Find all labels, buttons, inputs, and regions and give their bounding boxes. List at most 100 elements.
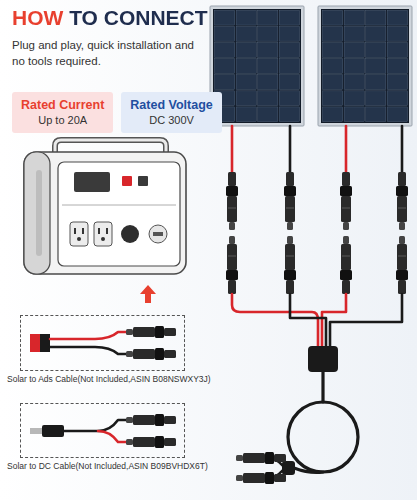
badge-heading: Rated Voltage: [130, 97, 212, 113]
dc-plug-tip: [30, 428, 42, 434]
anderson-plug: [40, 334, 50, 352]
connector-part: [164, 416, 176, 424]
solar-cell: [258, 59, 278, 74]
solar-cell: [323, 43, 343, 58]
outlet-ground: [77, 237, 81, 241]
mc4-connector: [396, 172, 408, 230]
solar-cell: [366, 11, 386, 26]
outlet-face: [94, 222, 112, 246]
connector-part: [226, 186, 238, 196]
solar-cell: [387, 107, 407, 122]
usb-port: [149, 225, 167, 243]
solar-cell: [323, 59, 343, 74]
connector-ridge: [286, 256, 294, 257]
connector-part: [126, 329, 133, 335]
solar-cell: [258, 27, 278, 42]
solar-cell: [258, 91, 278, 106]
solar-panel: [318, 6, 412, 126]
connector-part: [126, 351, 133, 357]
connector-part: [243, 453, 265, 463]
connector-ridge: [342, 256, 350, 257]
cable-caption: Solar to DC Cable(Not Included,ASIN B09B…: [7, 461, 235, 472]
cable-box: Solar to DC Cable(Not Included,ASIN B09B…: [20, 403, 185, 458]
connector-part: [155, 348, 164, 360]
connector-part: [341, 196, 351, 222]
mc4-connector: [340, 172, 352, 230]
solar-cell: [215, 75, 235, 90]
wire: [50, 347, 126, 354]
solar-cell: [215, 43, 235, 58]
connector-part: [133, 437, 155, 447]
connector-part: [133, 349, 155, 359]
connector-ridge: [398, 256, 406, 257]
solar-cell: [279, 11, 299, 26]
connector-part: [133, 415, 155, 425]
connector-part: [399, 222, 405, 230]
solar-cell: [323, 107, 343, 122]
solar-cell: [236, 43, 256, 58]
wire: [232, 294, 318, 348]
housing: [24, 152, 186, 274]
solar-cell: [366, 43, 386, 58]
connector-part: [340, 186, 352, 196]
wire: [289, 126, 292, 172]
cable-loop: [288, 402, 358, 472]
connector-ridge: [228, 256, 236, 257]
solar-cell: [323, 91, 343, 106]
connector-part: [396, 270, 408, 280]
connector-part: [397, 244, 407, 270]
cable-caption: Solar to Ads Cable(Not Included,ASIN B08…: [7, 374, 235, 385]
solar-cell: [279, 27, 299, 42]
connector-part: [265, 472, 274, 484]
mc4-connector: [284, 236, 296, 294]
power-switch: [122, 176, 132, 186]
outlet-slot: [74, 228, 76, 234]
solar-cell: [215, 59, 235, 74]
mc4-connector: [226, 236, 238, 294]
badge-value: Up to 20A: [21, 113, 104, 127]
panel-frame: [318, 6, 412, 126]
connector-part: [164, 438, 176, 446]
solar-cell: [258, 43, 278, 58]
solar-cell: [387, 59, 407, 74]
badge-value: DC 300V: [130, 113, 212, 127]
connector-part: [399, 236, 405, 244]
connector-part: [126, 439, 133, 445]
display: [74, 172, 110, 192]
connector-part: [398, 280, 406, 294]
panel-glass: [213, 9, 301, 123]
mc4-connector: [396, 236, 408, 294]
connector-part: [229, 236, 235, 244]
mc4-connector: [226, 172, 238, 230]
connector-part: [340, 270, 352, 280]
connector-part: [227, 196, 237, 222]
mc4-connector: [126, 436, 176, 448]
connector-part: [286, 280, 294, 294]
connector-part: [285, 244, 295, 270]
connector-part: [164, 350, 176, 358]
connector-ridge: [228, 208, 236, 209]
wire: [231, 126, 234, 172]
connector-part: [397, 196, 407, 222]
solar-cell: [366, 75, 386, 90]
panel-frame: [210, 6, 304, 126]
dc-plug: [42, 425, 64, 437]
outlet-face: [70, 222, 88, 246]
wire: [330, 294, 402, 348]
rating-badge: Rated CurrentUp to 20A: [12, 92, 113, 133]
solar-cell: [344, 43, 364, 58]
connector-part: [133, 327, 155, 337]
y-branch: [308, 346, 338, 372]
connector-part: [164, 328, 176, 336]
solar-cell: [366, 91, 386, 106]
badge-heading: Rated Current: [21, 97, 104, 113]
wire: [98, 431, 126, 442]
solar-cell: [236, 91, 256, 106]
wire: [50, 332, 126, 339]
connector-part: [265, 452, 274, 464]
cable: [321, 372, 324, 402]
solar-cell: [344, 27, 364, 42]
